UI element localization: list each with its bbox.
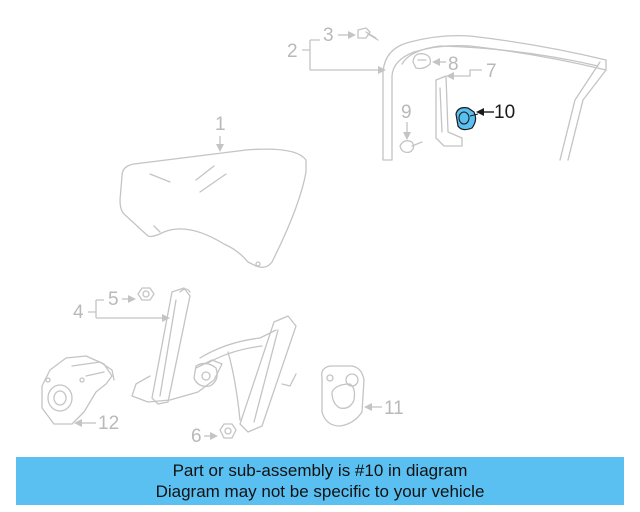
callout-11: 11 — [384, 398, 404, 419]
screw-part-3 — [357, 27, 379, 41]
callout-6: 6 — [191, 426, 202, 447]
banner-line-2: Diagram may not be specific to your vehi… — [155, 482, 485, 501]
bolt-part-10-highlighted[interactable] — [455, 107, 479, 131]
door-frame — [382, 34, 607, 161]
callout-5: 5 — [108, 289, 119, 310]
callout-12: 12 — [98, 413, 119, 434]
nut-part-5: 5 — [108, 287, 155, 310]
regulator-part-4: 4 — [73, 287, 297, 433]
callout-8: 8 — [448, 54, 459, 75]
nut-part-6: 6 — [191, 423, 237, 447]
callout-1: 1 — [215, 114, 226, 135]
banner-line-1: Part or sub-assembly is #10 in diagram — [172, 461, 468, 480]
door-glass-part-1: 1 — [119, 114, 307, 268]
callout-10: 10 — [494, 102, 515, 123]
switch-bezel-part-11: 11 — [321, 365, 404, 427]
callout-3-group: 3 — [323, 25, 379, 46]
motor-part-12: 12 — [41, 355, 119, 434]
callout-4: 4 — [73, 302, 84, 323]
callout-2: 2 — [287, 41, 298, 62]
info-banner: Part or sub-assembly is #10 in diagram D… — [16, 457, 624, 505]
callout-7: 7 — [486, 61, 497, 82]
parts-diagram: 2 3 8 7 9 — [41, 25, 607, 447]
clip-part-8: 8 — [412, 53, 459, 75]
bracket-part-7: 7 — [435, 61, 497, 147]
callout-9: 9 — [401, 102, 412, 123]
screw-part-9: 9 — [399, 102, 423, 154]
callout-2-group: 2 — [287, 39, 386, 74]
callout-10-group: 10 — [476, 102, 515, 123]
callout-3: 3 — [323, 25, 334, 46]
